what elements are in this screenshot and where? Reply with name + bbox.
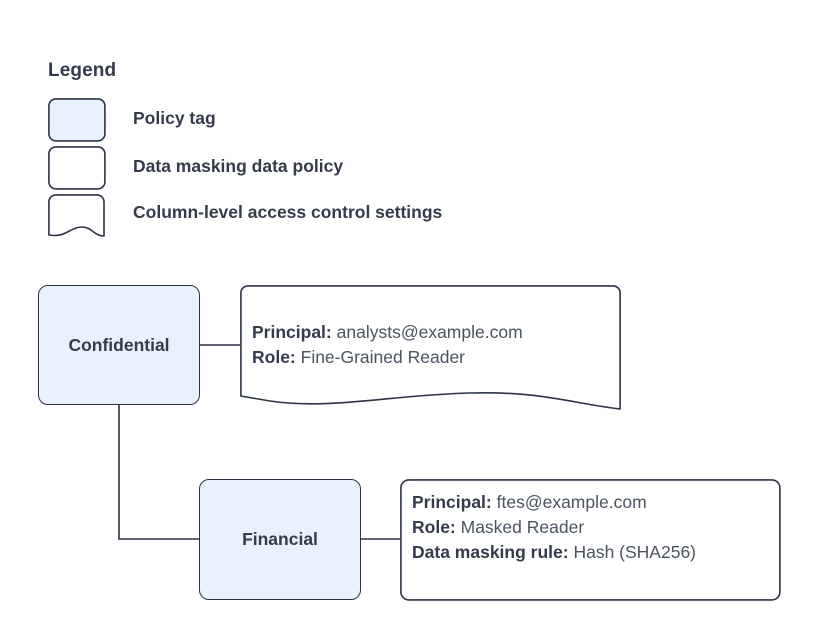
legend-title: Legend bbox=[48, 60, 117, 81]
legend-label-policy-tag: Policy tag bbox=[133, 108, 216, 128]
callout-financial-line-1-value: Masked Reader bbox=[460, 517, 585, 537]
callout-confidential-line-0-value: analysts@example.com bbox=[336, 322, 523, 342]
callout-financial-line-0-value: ftes@example.com bbox=[496, 492, 647, 512]
callout-financial[interactable]: Principal: ftes@example.com Role: Masked… bbox=[400, 479, 781, 601]
callout-financial-line-0: Principal: ftes@example.com bbox=[412, 490, 696, 515]
callout-confidential-line-1-value: Fine-Grained Reader bbox=[300, 347, 466, 367]
data-masking-policy-swatch-icon bbox=[48, 146, 106, 190]
callout-confidential-line-1: Role: Fine-Grained Reader bbox=[252, 345, 523, 370]
callout-financial-line-1-label: Role: bbox=[412, 517, 456, 537]
callout-confidential-line-0-label: Principal: bbox=[252, 322, 332, 342]
callout-financial-line-2-value: Hash (SHA256) bbox=[573, 542, 697, 562]
node-financial[interactable]: Financial bbox=[199, 479, 361, 600]
connector-confidential-to-financial bbox=[118, 405, 199, 540]
node-confidential-label: Confidential bbox=[68, 334, 170, 355]
callout-confidential-shape bbox=[240, 285, 621, 410]
callout-confidential-text: Principal: analysts@example.com Role: Fi… bbox=[252, 320, 523, 370]
callout-financial-line-0-label: Principal: bbox=[412, 492, 492, 512]
callout-confidential[interactable]: Principal: analysts@example.com Role: Fi… bbox=[240, 285, 622, 411]
legend-item-column-access-control: Column-level access control settings bbox=[48, 194, 748, 238]
legend-item-policy-tag: Policy tag bbox=[48, 98, 748, 142]
node-confidential[interactable]: Confidential bbox=[38, 285, 200, 405]
callout-financial-line-2-label: Data masking rule: bbox=[412, 542, 569, 562]
legend-item-data-masking-policy: Data masking data policy bbox=[48, 146, 748, 190]
callout-confidential-line-1-label: Role: bbox=[252, 347, 296, 367]
callout-financial-text: Principal: ftes@example.com Role: Masked… bbox=[412, 490, 696, 565]
legend-label-column-access-control: Column-level access control settings bbox=[133, 202, 443, 222]
legend-label-data-masking-policy: Data masking data policy bbox=[133, 156, 344, 176]
callout-confidential-line-0: Principal: analysts@example.com bbox=[252, 320, 523, 345]
node-financial-label: Financial bbox=[242, 529, 318, 549]
callout-financial-shape bbox=[400, 479, 781, 601]
column-access-control-swatch-icon bbox=[48, 194, 106, 238]
callout-financial-line-1: Role: Masked Reader bbox=[412, 515, 696, 540]
policy-tag-swatch-icon bbox=[48, 98, 106, 142]
callout-financial-line-2: Data masking rule: Hash (SHA256) bbox=[412, 540, 696, 565]
